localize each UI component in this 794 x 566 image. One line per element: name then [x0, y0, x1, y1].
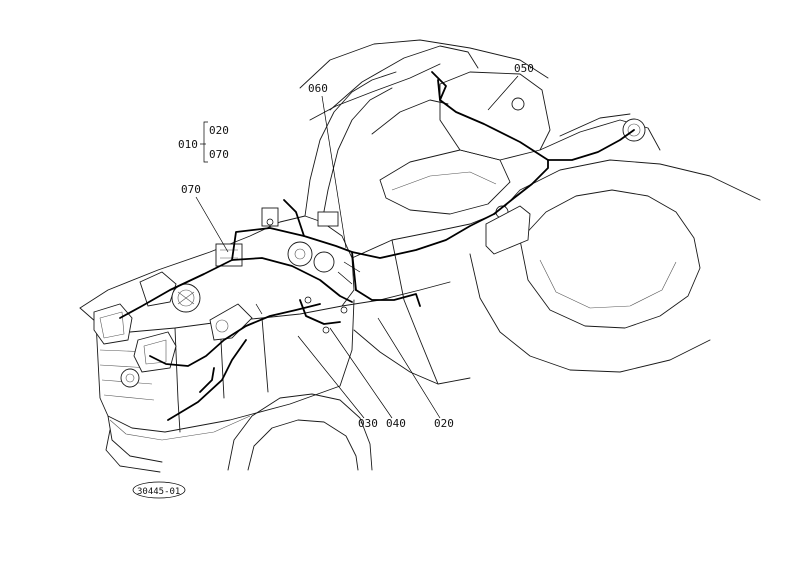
callout-060: 060 [308, 82, 347, 249]
figure-code-label: 30445-01 [137, 487, 180, 497]
callout-040: 040 [329, 327, 406, 430]
callout-group-010: 010 020 070 [178, 121, 229, 163]
callout-020: 020 [377, 317, 454, 430]
callout-030: 030 [297, 335, 378, 430]
alternator [171, 283, 201, 313]
relay-box [215, 243, 243, 267]
horn [120, 368, 140, 388]
callout-label-040: 040 [386, 417, 406, 430]
callout-070: 070 [181, 183, 229, 253]
tractor-outline [79, 39, 761, 473]
callout-label-070-bracket: 070 [209, 148, 229, 161]
fuel-tank [485, 205, 531, 255]
wiring-harness [119, 71, 635, 421]
callout-label-030: 030 [358, 417, 378, 430]
headlight-left [93, 303, 133, 345]
headlight-right [133, 331, 177, 373]
callout-label-020: 020 [434, 417, 454, 430]
callout-label-010: 010 [178, 138, 198, 151]
figure-code: 30445-01 [132, 481, 186, 499]
callout-label-020-bracket: 020 [209, 124, 229, 137]
callout-050: 050 [487, 62, 534, 111]
switch [495, 97, 525, 219]
callout-label-050: 050 [514, 62, 534, 75]
fuse-box [261, 207, 339, 227]
callout-label-060: 060 [308, 82, 328, 95]
instrument-cluster [287, 241, 335, 273]
callout-label-070: 070 [181, 183, 201, 196]
